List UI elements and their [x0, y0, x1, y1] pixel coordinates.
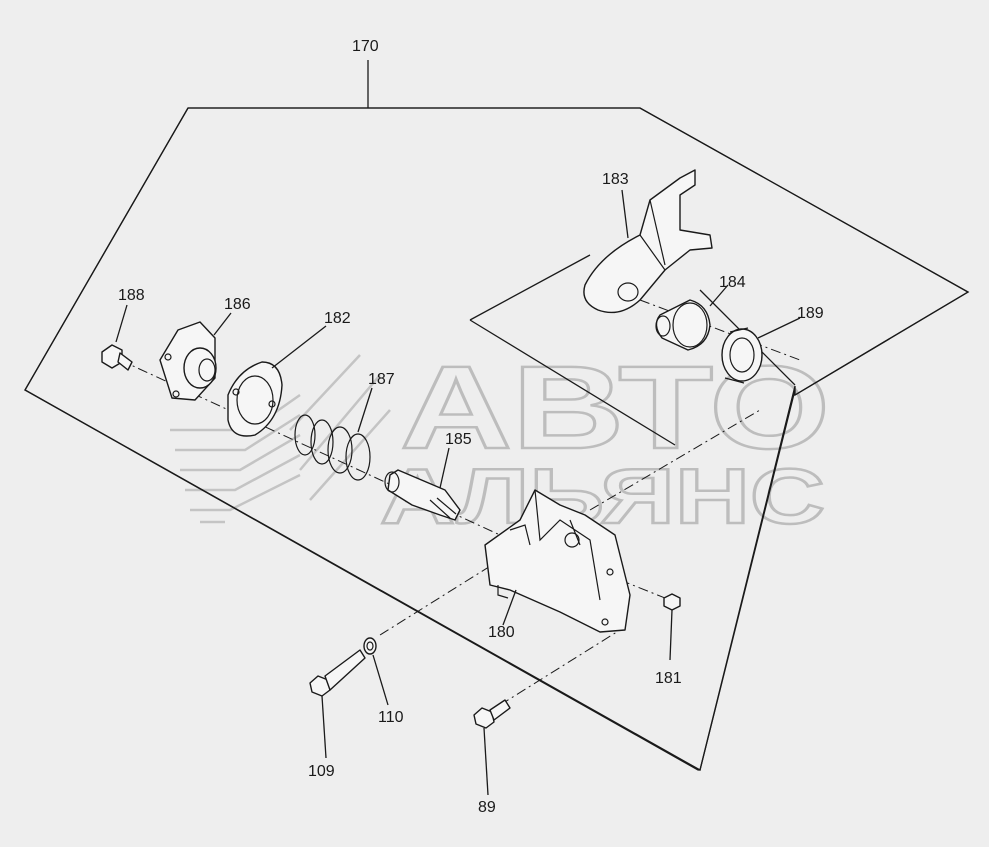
callout-182: 182 — [324, 310, 351, 327]
gasket-182 — [227, 361, 283, 437]
washer-110 — [363, 637, 377, 655]
callout-109: 109 — [308, 763, 335, 780]
callout-181: 181 — [655, 670, 682, 687]
assembly-boundary-outline — [24, 107, 970, 771]
callout-110: 110 — [378, 709, 404, 726]
cover-186 — [159, 321, 217, 401]
callout-183: 183 — [602, 171, 629, 188]
callout-89: 89 — [478, 799, 496, 816]
bushing-184 — [655, 299, 711, 351]
bolt-109 — [309, 649, 366, 697]
callout-188: 188 — [118, 287, 145, 304]
housing-180 — [484, 489, 631, 633]
shaft-185 — [384, 469, 461, 521]
oil-seal-189 — [721, 327, 763, 384]
callout-186: 186 — [224, 296, 251, 313]
callout-184: 184 — [719, 274, 746, 291]
spring-187 — [294, 414, 371, 481]
leader-lines — [115, 189, 801, 796]
plug-181 — [663, 593, 681, 611]
bolt-188 — [101, 344, 133, 371]
callout-187: 187 — [368, 371, 395, 388]
callout-170: 170 — [352, 38, 379, 55]
bolt-89 — [473, 699, 511, 729]
shift-fork-183 — [583, 169, 713, 314]
callout-185: 185 — [445, 431, 472, 448]
callout-189: 189 — [797, 305, 824, 322]
callout-180: 180 — [488, 624, 515, 641]
